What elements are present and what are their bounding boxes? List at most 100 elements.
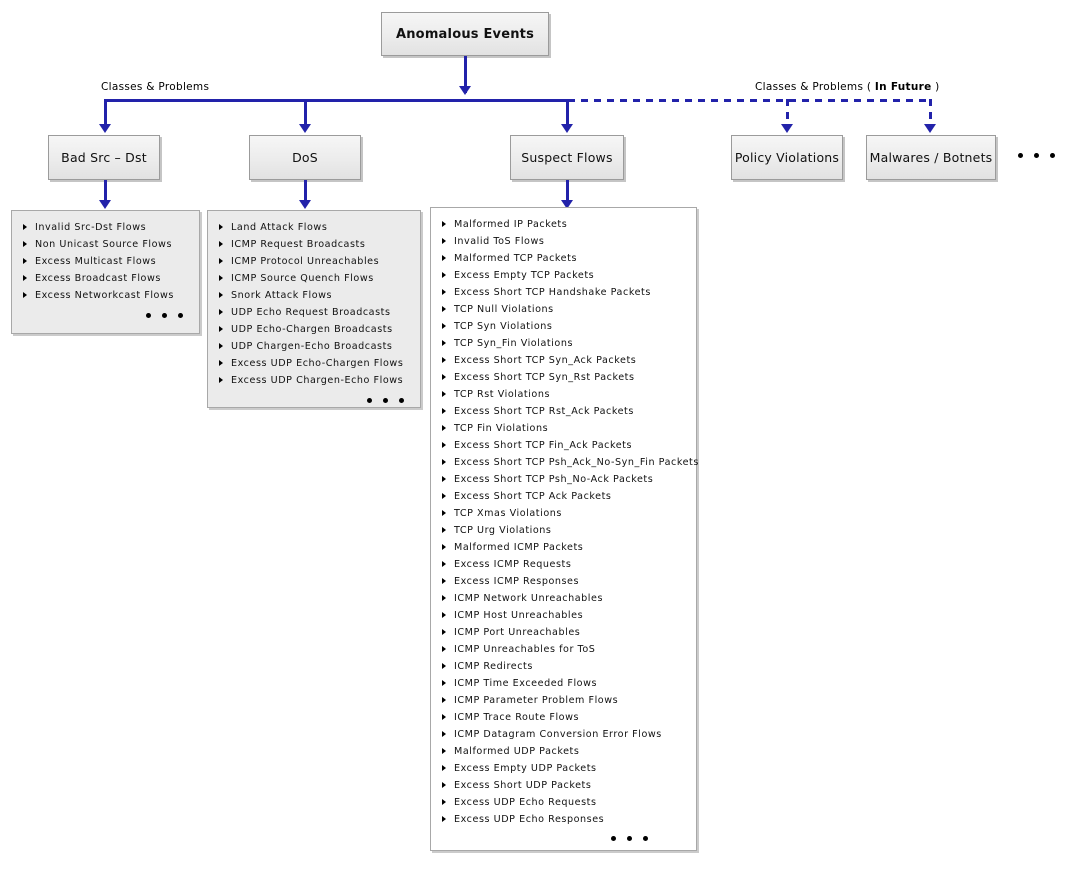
list-item[interactable]: Malformed TCP Packets [441,250,686,267]
list-item[interactable]: Non Unicast Source Flows [22,236,189,253]
arrow-bad-src-dst-to-list [99,200,111,209]
list-item[interactable]: TCP Rst Violations [441,386,686,403]
list-item-label: Excess UDP Echo Requests [454,797,597,808]
bullet-triangle-icon [442,680,446,686]
list-item[interactable]: Land Attack Flows [218,219,410,236]
list-item[interactable]: ICMP Unreachables for ToS [441,641,686,658]
list-suspect-flows: Malformed IP Packets Invalid ToS Flows M… [441,216,698,828]
list-item[interactable]: ICMP Parameter Problem Flows [441,692,686,709]
list-item[interactable]: Excess Short TCP Rst_Ack Packets [441,403,686,420]
list-item[interactable]: TCP Urg Violations [441,522,686,539]
list-item[interactable]: ICMP Datagram Conversion Error Flows [441,726,686,743]
list-item[interactable]: UDP Echo-Chargen Broadcasts [218,321,410,338]
list-item[interactable]: Excess Short TCP Psh_No-Ack Packets [441,471,686,488]
list-item[interactable]: Excess Short TCP Handshake Packets [441,284,686,301]
bullet-triangle-icon [442,306,446,312]
list-item[interactable]: Excess ICMP Responses [441,573,686,590]
list-item[interactable]: Malformed ICMP Packets [441,539,686,556]
bullet-triangle-icon [442,374,446,380]
node-label: Suspect Flows [521,150,613,165]
ellipsis-dot-icon [367,398,372,403]
list-item[interactable]: TCP Null Violations [441,301,686,318]
node-malwares-botnets[interactable]: Malwares / Botnets [866,135,996,180]
list-item-label: Excess Short TCP Syn_Ack Packets [454,355,637,366]
arrow-dos-to-list [299,200,311,209]
list-item[interactable]: ICMP Port Unreachables [441,624,686,641]
bullet-triangle-icon [219,258,223,264]
list-item-label: Excess Networkcast Flows [35,290,174,301]
list-item-label: Excess ICMP Responses [454,576,580,587]
list-item[interactable]: ICMP Redirects [441,658,686,675]
list-item[interactable]: ICMP Trace Route Flows [441,709,686,726]
list-bad-src-dst: Invalid Src-Dst Flows Non Unicast Source… [22,219,189,304]
bullet-triangle-icon [219,360,223,366]
list-item[interactable]: TCP Fin Violations [441,420,686,437]
bullet-triangle-icon [219,343,223,349]
list-item-label: Excess UDP Chargen-Echo Flows [231,375,404,386]
list-item[interactable]: Excess UDP Echo Requests [441,794,686,811]
list-item[interactable]: Excess Empty UDP Packets [441,760,686,777]
list-item[interactable]: Excess Short TCP Ack Packets [441,488,686,505]
list-item[interactable]: Excess ICMP Requests [441,556,686,573]
list-item[interactable]: Excess UDP Chargen-Echo Flows [218,372,410,389]
node-bad-src-dst[interactable]: Bad Src – Dst [48,135,160,180]
list-item[interactable]: ICMP Time Exceeded Flows [441,675,686,692]
bullet-triangle-icon [442,748,446,754]
ellipsis-dot-icon [627,836,632,841]
list-item-label: Excess Short TCP Handshake Packets [454,287,651,298]
list-item[interactable]: Excess Short TCP Syn_Rst Packets [441,369,686,386]
list-item[interactable]: TCP Xmas Violations [441,505,686,522]
list-item[interactable]: Excess UDP Echo-Chargen Flows [218,355,410,372]
list-item[interactable]: ICMP Source Quench Flows [218,270,410,287]
list-item[interactable]: Excess Short TCP Fin_Ack Packets [441,437,686,454]
more-items-indicator [22,313,189,318]
list-item[interactable]: Invalid ToS Flows [441,233,686,250]
bullet-triangle-icon [442,697,446,703]
list-item[interactable]: Excess Empty TCP Packets [441,267,686,284]
ellipsis-dot-icon [162,313,167,318]
list-item[interactable]: Excess Short UDP Packets [441,777,686,794]
bullet-triangle-icon [23,292,27,298]
list-item[interactable]: ICMP Request Broadcasts [218,236,410,253]
arrow-to-bad-src-dst [99,124,111,133]
list-item-label: ICMP Time Exceeded Flows [454,678,598,689]
list-item[interactable]: ICMP Protocol Unreachables [218,253,410,270]
list-item[interactable]: Snork Attack Flows [218,287,410,304]
list-item[interactable]: Excess Broadcast Flows [22,270,189,287]
list-item-label: Excess Empty UDP Packets [454,763,597,774]
list-item[interactable]: Excess Short TCP Psh_Ack_No-Syn_Fin Pack… [441,454,698,471]
edge-label-right-suffix: ) [931,81,940,93]
list-item[interactable]: Malformed IP Packets [441,216,686,233]
list-item[interactable]: ICMP Host Unreachables [441,607,686,624]
bullet-triangle-icon [442,595,446,601]
list-item-label: TCP Xmas Violations [454,508,562,519]
arrow-suspect-flows-to-list [561,200,573,209]
bullet-triangle-icon [442,238,446,244]
list-item[interactable]: Excess Short TCP Syn_Ack Packets [441,352,686,369]
list-item-label: ICMP Redirects [454,661,533,672]
node-label: Anomalous Events [395,26,535,42]
list-item-label: Land Attack Flows [231,222,328,233]
node-anomalous-events[interactable]: Anomalous Events [381,12,549,56]
list-item[interactable]: Excess UDP Echo Responses [441,811,686,828]
list-item[interactable]: Excess Networkcast Flows [22,287,189,304]
list-item[interactable]: TCP Syn_Fin Violations [441,335,686,352]
list-item[interactable]: Invalid Src-Dst Flows [22,219,189,236]
ellipsis-dot-icon [1050,153,1055,158]
list-item[interactable]: TCP Syn Violations [441,318,686,335]
list-item[interactable]: ICMP Network Unreachables [441,590,686,607]
bullet-triangle-icon [219,309,223,315]
connector-bus-to-bad-src-dst [104,99,107,129]
list-item[interactable]: Excess Multicast Flows [22,253,189,270]
node-dos[interactable]: DoS [249,135,361,180]
list-item[interactable]: UDP Chargen-Echo Broadcasts [218,338,410,355]
bullet-triangle-icon [23,224,27,230]
ellipsis-dot-icon [643,836,648,841]
list-item-label: ICMP Source Quench Flows [231,273,374,284]
node-policy-violations[interactable]: Policy Violations [731,135,843,180]
list-item[interactable]: Malformed UDP Packets [441,743,686,760]
node-suspect-flows[interactable]: Suspect Flows [510,135,624,180]
edge-label-right-bold: In Future [874,81,932,93]
list-item-label: Invalid ToS Flows [454,236,545,247]
list-item[interactable]: UDP Echo Request Broadcasts [218,304,410,321]
